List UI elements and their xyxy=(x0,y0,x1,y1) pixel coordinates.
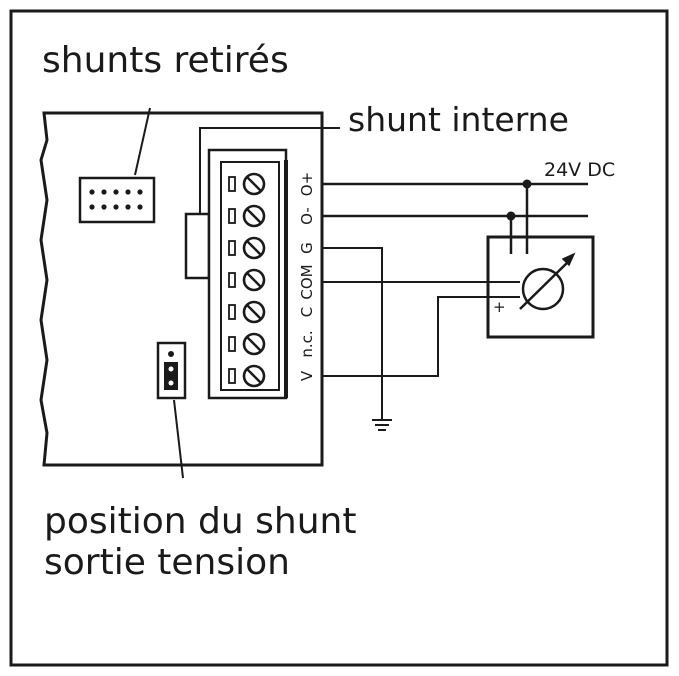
terminal-screws xyxy=(228,172,266,388)
outer-frame xyxy=(9,9,669,667)
voltage-output-label: sortie tension xyxy=(44,542,290,583)
terminal-slot xyxy=(228,336,236,352)
terminal-label-o-plus: O+ xyxy=(298,172,316,196)
terminal-label-c: C xyxy=(298,307,316,317)
meter-icon xyxy=(519,252,576,311)
terminal-screw xyxy=(242,236,266,260)
terminal-label-g: G xyxy=(298,242,316,254)
shunt-storage-pins xyxy=(89,189,143,210)
shunt-storage-header xyxy=(78,176,156,224)
terminal-screw xyxy=(242,332,266,356)
wire-v xyxy=(322,296,534,377)
internal-shunt-pointer xyxy=(199,127,340,214)
terminal-slot xyxy=(228,272,236,288)
device-body xyxy=(39,111,324,467)
terminal-screw xyxy=(242,364,266,388)
shunts-removed-label: shunts retirés xyxy=(42,40,289,81)
wire-ground xyxy=(322,247,383,420)
internal-shunt-block xyxy=(184,212,211,280)
terminal-screw xyxy=(242,300,266,324)
shunt-position-label: position du shunt xyxy=(44,501,356,542)
shunts-pointer xyxy=(134,107,151,176)
terminal-slot xyxy=(228,176,236,192)
ground-icon xyxy=(372,419,392,431)
terminal-slot xyxy=(228,240,236,256)
terminal-slot xyxy=(228,368,236,384)
jumper-pin xyxy=(168,351,174,357)
plus-sign-label: + xyxy=(493,298,506,316)
terminal-slot xyxy=(228,208,236,224)
terminal-label-v: V xyxy=(298,370,316,381)
terminal-label-com: COM xyxy=(298,264,316,299)
terminal-block-inner xyxy=(220,161,280,391)
terminal-screw xyxy=(242,172,266,196)
internal-shunt-label: shunt interne xyxy=(348,100,569,139)
terminal-screw xyxy=(242,204,266,228)
junction-dot xyxy=(506,211,516,221)
terminal-slot xyxy=(228,304,236,320)
shunt-position-pointer xyxy=(173,399,184,479)
terminal-label-nc: n.c. xyxy=(298,330,316,357)
terminal-label-o-minus: O- xyxy=(298,207,316,225)
terminal-labels: O+ O- G COM C n.c. V xyxy=(298,172,316,381)
supply-label: 24V DC xyxy=(544,159,615,181)
jumper-shunt xyxy=(164,362,178,390)
junction-dot xyxy=(522,179,532,189)
terminal-screw xyxy=(242,268,266,292)
